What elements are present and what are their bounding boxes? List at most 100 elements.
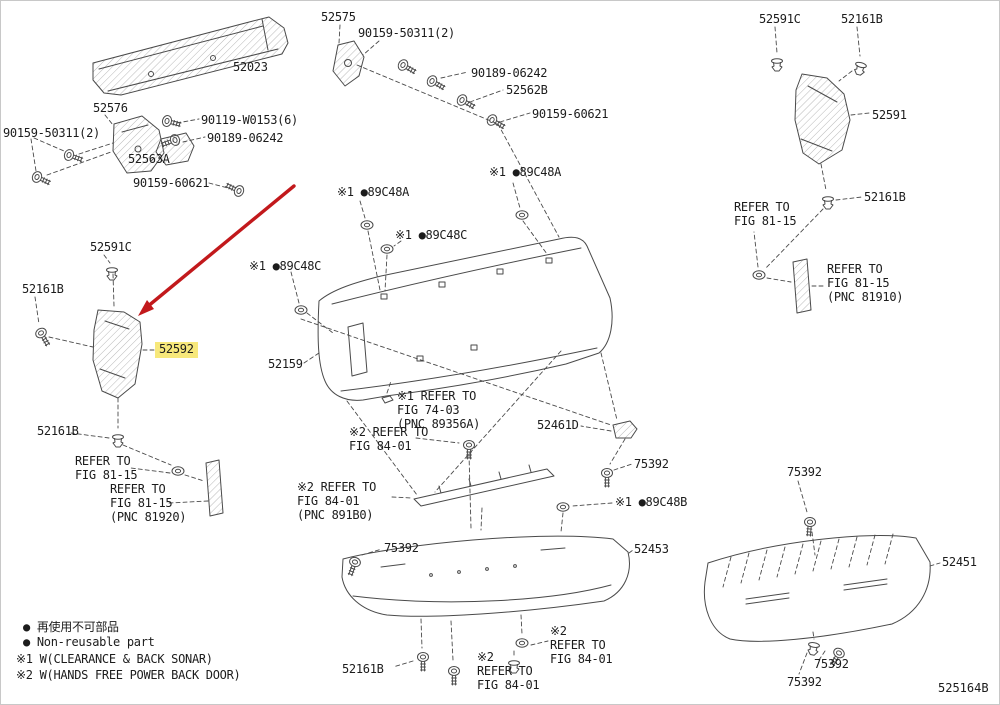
bolt-icon (448, 666, 460, 686)
part-label-52159[interactable]: 52159 (268, 357, 303, 371)
part-label-52453[interactable]: 52453 (634, 542, 669, 556)
refer-note-fig84-01-a[interactable]: ※2 REFER TO FIG 84-01 (349, 425, 429, 453)
clip-icon (112, 434, 124, 448)
part-bracket-52575 (332, 24, 560, 238)
legend-note-2: ※2 W(HANDS FREE POWER BACK DOOR) (16, 668, 241, 682)
part-label-52591C[interactable]: 52591C (759, 12, 801, 26)
part-seal-52592 (33, 254, 224, 517)
part-label-89C48C-left[interactable]: ※1 ●89C48C (249, 259, 322, 273)
bolt-icon (454, 92, 478, 113)
part-label-52563A[interactable]: 52563A (128, 152, 170, 166)
reflector-81920-shape (205, 459, 224, 517)
bolt-icon (802, 516, 817, 537)
lower-cover-shape (341, 535, 630, 617)
sensor-icon (556, 502, 570, 512)
part-label-75392-b[interactable]: 75392 (384, 541, 419, 555)
sensor-89C48B (556, 502, 613, 533)
part-label-52591[interactable]: 52591 (872, 108, 907, 122)
part-bumper-cover-52159 (303, 236, 613, 401)
refer-note-pnc891B0[interactable]: ※2 REFER TO FIG 84-01 (PNC 891B0) (297, 480, 377, 522)
part-label-52161B[interactable]: 52161B (841, 12, 883, 26)
part-sensor-strip-891B0 (391, 437, 555, 531)
part-label-52591C-b[interactable]: 52591C (90, 240, 132, 254)
refer-note-fig84-01-c[interactable]: ※2 REFER TO FIG 84-01 (477, 650, 540, 692)
clip-icon (106, 267, 118, 281)
part-label-52461D[interactable]: 52461D (537, 418, 579, 432)
part-reinforcement-52023 (92, 16, 289, 96)
bolt-icon (424, 73, 448, 94)
part-label-52576[interactable]: 52576 (93, 101, 128, 115)
clip-icon (822, 196, 834, 210)
clip-icon (806, 641, 821, 657)
clip-icon (771, 58, 783, 72)
grommet-icon (171, 466, 185, 476)
fastener-75392-upper (601, 463, 633, 488)
part-label-52023[interactable]: 52023 (233, 60, 268, 74)
part-label-90159-50311-b[interactable]: 90159-50311(2) (3, 126, 100, 140)
bolt-icon (395, 57, 419, 78)
refer-note-fig81-15-right[interactable]: REFER TO FIG 81-15 (734, 200, 797, 228)
part-lower-cover-52453 (341, 535, 634, 617)
sensor-icon (294, 305, 308, 315)
part-label-90189-06242[interactable]: 90189-06242 (471, 66, 548, 80)
part-label-75392-a[interactable]: 75392 (634, 457, 669, 471)
diagram-code: 525164B (938, 681, 989, 695)
part-label-89C48B[interactable]: ※1 ●89C48B (615, 495, 688, 509)
part-label-52592-selected[interactable]: 52592 (155, 342, 198, 358)
part-label-52161B-e[interactable]: 52161B (342, 662, 384, 676)
selection-arrow (138, 184, 296, 316)
sonar-bracket-89356A (381, 380, 394, 404)
part-label-52161B-b[interactable]: 52161B (864, 190, 906, 204)
fasteners-top-middle (395, 57, 531, 133)
part-protector-52451 (703, 480, 941, 675)
bolt-icon (484, 112, 508, 133)
part-label-75392-e[interactable]: 75392 (787, 675, 822, 689)
legend-nonreusable-jp: ● 再使用不可部品 (23, 620, 119, 634)
refer-note-fig84-01-b[interactable]: ※2 REFER TO FIG 84-01 (550, 624, 613, 666)
part-label-90159-60621[interactable]: 90159-60621 (532, 107, 609, 121)
part-label-75392-c[interactable]: 75392 (787, 465, 822, 479)
grommet-icon (752, 270, 766, 280)
refer-note-pnc81920[interactable]: REFER TO FIG 81-15 (PNC 81920) (110, 482, 187, 524)
refer-note-fig74-03[interactable]: ※1 REFER TO FIG 74-03 (PNC 89356A) (397, 389, 481, 431)
part-label-90159-60621-b[interactable]: 90159-60621 (133, 176, 210, 190)
red-arrow-line (145, 184, 296, 309)
part-bracket-52461D (580, 352, 638, 465)
bolt-icon (30, 169, 53, 189)
part-label-89C48A-right[interactable]: ※1 ●89C48A (489, 165, 562, 179)
sensor-icon (360, 220, 374, 230)
red-arrow-head (138, 300, 154, 316)
part-label-89C48A-left[interactable]: ※1 ●89C48A (337, 185, 410, 199)
fasteners-top-left (30, 114, 246, 199)
bolt-icon (223, 179, 246, 199)
part-bracket-52563A (150, 132, 195, 166)
part-label-89C48C-center[interactable]: ※1 ●89C48C (395, 228, 468, 242)
refer-note-fig81-15-left[interactable]: REFER TO FIG 81-15 (75, 454, 138, 482)
sensor-icon (380, 244, 394, 254)
part-label-52562B[interactable]: 52562B (506, 83, 548, 97)
refer-note-pnc81910[interactable]: REFER TO FIG 81-15 (PNC 81910) (827, 262, 904, 304)
part-bracket-52576 (104, 114, 165, 174)
part-label-52575[interactable]: 52575 (321, 10, 356, 24)
sensor-icon (515, 210, 529, 220)
legend-nonreusable-en: ● Non-reusable part (23, 635, 155, 649)
clip-icon (852, 60, 868, 77)
sonar-sensors-89C48 (290, 182, 548, 334)
grommet-icon (515, 638, 529, 648)
bolt-icon (601, 468, 613, 488)
cross-reference-lines (300, 318, 612, 496)
bolt-icon (344, 555, 363, 578)
part-label-52451[interactable]: 52451 (942, 555, 977, 569)
part-label-52161B-c[interactable]: 52161B (22, 282, 64, 296)
part-label-75392-d[interactable]: 75392 (814, 657, 849, 671)
part-label-52161B-d[interactable]: 52161B (37, 424, 79, 438)
part-label-90119-W0153[interactable]: 90119-W0153(6) (201, 113, 298, 127)
seal-52592-shape (92, 309, 143, 399)
part-label-90189-06242-b[interactable]: 90189-06242 (207, 131, 284, 145)
part-label-90159-50311[interactable]: 90159-50311(2) (358, 26, 455, 40)
legend-note-1: ※1 W(CLEARANCE & BACK SONAR) (16, 652, 213, 666)
fasteners-bottom-center (392, 614, 549, 686)
part-retainer-52591 (752, 26, 870, 314)
